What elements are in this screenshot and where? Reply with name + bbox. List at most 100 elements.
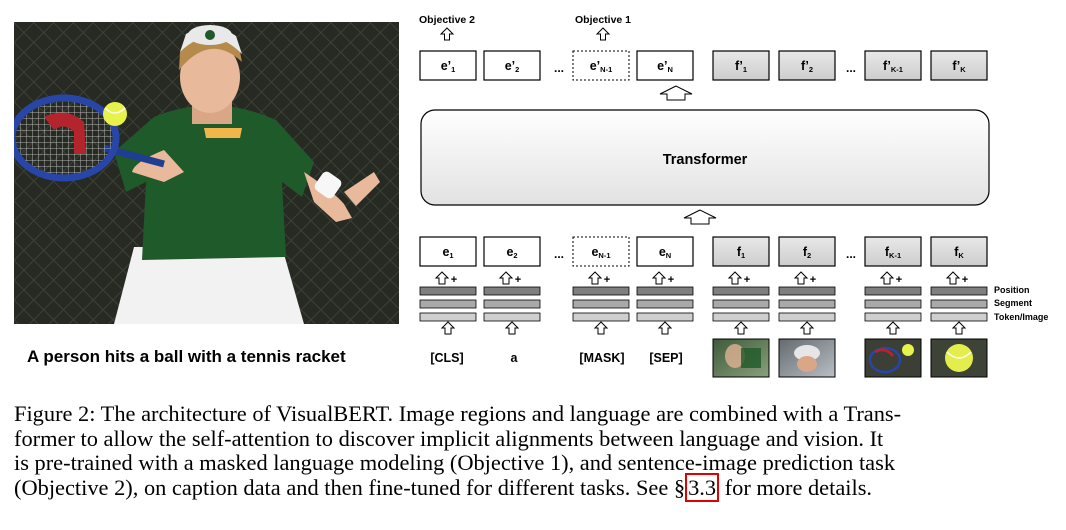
output-image-2-base: f’ [801, 59, 809, 73]
position-embedding-bar [778, 286, 836, 296]
output-text-3-label: e’N-1 [590, 59, 613, 74]
plus-icon: + [962, 274, 968, 286]
sum-arrow-icon [651, 271, 667, 285]
position-embedding-label: Position [994, 285, 1030, 295]
output-image-3-base: f’ [883, 59, 891, 73]
output-text-4-label: e’N [657, 59, 673, 74]
position-embedding-bar [712, 286, 770, 296]
input-text-1-base: e [442, 245, 449, 259]
segment-embedding-bar [572, 299, 630, 309]
input-text-2-base: e [506, 245, 513, 259]
input-text-2-subscript: 2 [513, 251, 517, 260]
input-text-4-box [636, 236, 694, 267]
plus-icon: + [604, 274, 610, 286]
position-embedding-bar [930, 286, 988, 296]
output-image-2-box [778, 50, 836, 81]
input-text-1-box [419, 236, 477, 267]
sum-arrow-icon [879, 271, 895, 285]
output-text-ellipsis: ... [554, 61, 564, 75]
output-text-1-label: e’1 [441, 59, 456, 74]
sum-arrow-icon [434, 271, 450, 285]
output-image-2-label: f’2 [801, 59, 813, 74]
image-region-thumbnail-3 [864, 338, 922, 378]
input-image-1-subscript: 1 [741, 251, 745, 260]
input-text-2-box [483, 236, 541, 267]
input-image-4-base: f [954, 245, 959, 259]
input-text-3-subscript: N-1 [598, 251, 610, 260]
input-image-3-base: f [885, 245, 890, 259]
output-text-4-subscript: N [668, 65, 673, 74]
figure-caption: Figure 2: The architecture of VisualBERT… [14, 401, 1054, 502]
position-embedding-bar [636, 286, 694, 296]
image-region-thumbnail-2 [778, 338, 836, 378]
sum-arrow-icon [727, 271, 743, 285]
embedding-stack-2: + [483, 271, 541, 335]
token-cls: [CLS] [430, 351, 463, 365]
position-embedding-bar [419, 286, 477, 296]
token-a: a [511, 351, 519, 365]
embedding-stack-8: + [930, 271, 988, 335]
tennis-player-photo [14, 22, 399, 324]
output-image-ellipsis: ... [846, 61, 856, 75]
segment-embedding-bar [778, 299, 836, 309]
section-reference-link[interactable]: 3.3 [685, 472, 720, 502]
input-text-3-box [572, 236, 630, 267]
figure-caption-line-4-text: (Objective 2), on caption data and then … [14, 474, 686, 500]
input-image-2-box [778, 236, 836, 267]
output-image-4-base: f’ [952, 59, 960, 73]
segment-embedding-bar [864, 299, 922, 309]
token-sep: [SEP] [649, 351, 682, 365]
input-text-4-subscript: N [666, 251, 671, 260]
token-image-embedding-bar [864, 312, 922, 322]
plus-icon: + [668, 274, 674, 286]
input-arrow-icon [885, 321, 901, 335]
token-image-embedding-label: Token/Image [994, 312, 1048, 322]
embedding-stack-3: + [572, 271, 630, 335]
input-text-4-label: eN [659, 245, 671, 260]
input-text-3-label: eN-1 [591, 245, 610, 260]
output-text-2-label: e’2 [505, 59, 520, 74]
input-image-4-subscript: K [958, 251, 964, 260]
transformer-block [420, 109, 990, 206]
input-image-3-label: fK-1 [885, 245, 901, 260]
objective-2-label: Objective 2 [419, 14, 475, 26]
output-text-1-box [419, 50, 477, 81]
embedding-stack-1: + [419, 271, 477, 335]
figure-caption-line-3: is pre-trained with a masked language mo… [14, 450, 896, 475]
output-text-3-subscript: N-1 [600, 65, 612, 74]
input-arrow-icon [951, 321, 967, 335]
token-mask: [MASK] [579, 351, 624, 365]
embedding-stack-5: + [712, 271, 770, 335]
output-image-3-box [864, 50, 922, 81]
embedding-stack-6: + [778, 271, 836, 335]
figure-caption-line-1: Figure 2: The architecture of VisualBERT… [14, 401, 902, 426]
transformer-label: Transformer [663, 152, 748, 168]
token-image-embedding-bar [572, 312, 630, 322]
token-image-embedding-bar [930, 312, 988, 322]
transformer-input-arrow-icon [683, 209, 717, 225]
output-image-4-subscript: K [960, 65, 966, 74]
input-image-1-box [712, 236, 770, 267]
segment-embedding-label: Segment [994, 298, 1032, 308]
sum-arrow-icon [793, 271, 809, 285]
sum-arrow-icon [945, 271, 961, 285]
output-text-1-base: e’ [441, 59, 451, 73]
position-embedding-bar [864, 286, 922, 296]
photo-caption: A person hits a ball with a tennis racke… [27, 347, 346, 366]
embedding-stack-7: + [864, 271, 922, 335]
image-region-thumbnail-4 [930, 338, 988, 378]
output-image-3-label: f’K-1 [883, 59, 903, 74]
input-image-2-subscript: 2 [807, 251, 811, 260]
input-image-4-box [930, 236, 988, 267]
segment-embedding-bar [419, 299, 477, 309]
objective-1-label: Objective 1 [575, 14, 631, 26]
objective-1-arrow-icon [595, 27, 611, 41]
output-image-4-label: f’K [952, 59, 966, 74]
output-text-4-box [636, 50, 694, 81]
output-text-3-base: e’ [590, 59, 600, 73]
input-text-1-subscript: 1 [449, 251, 453, 260]
sum-arrow-icon [587, 271, 603, 285]
input-image-1-base: f [737, 245, 742, 259]
output-text-2-base: e’ [505, 59, 515, 73]
